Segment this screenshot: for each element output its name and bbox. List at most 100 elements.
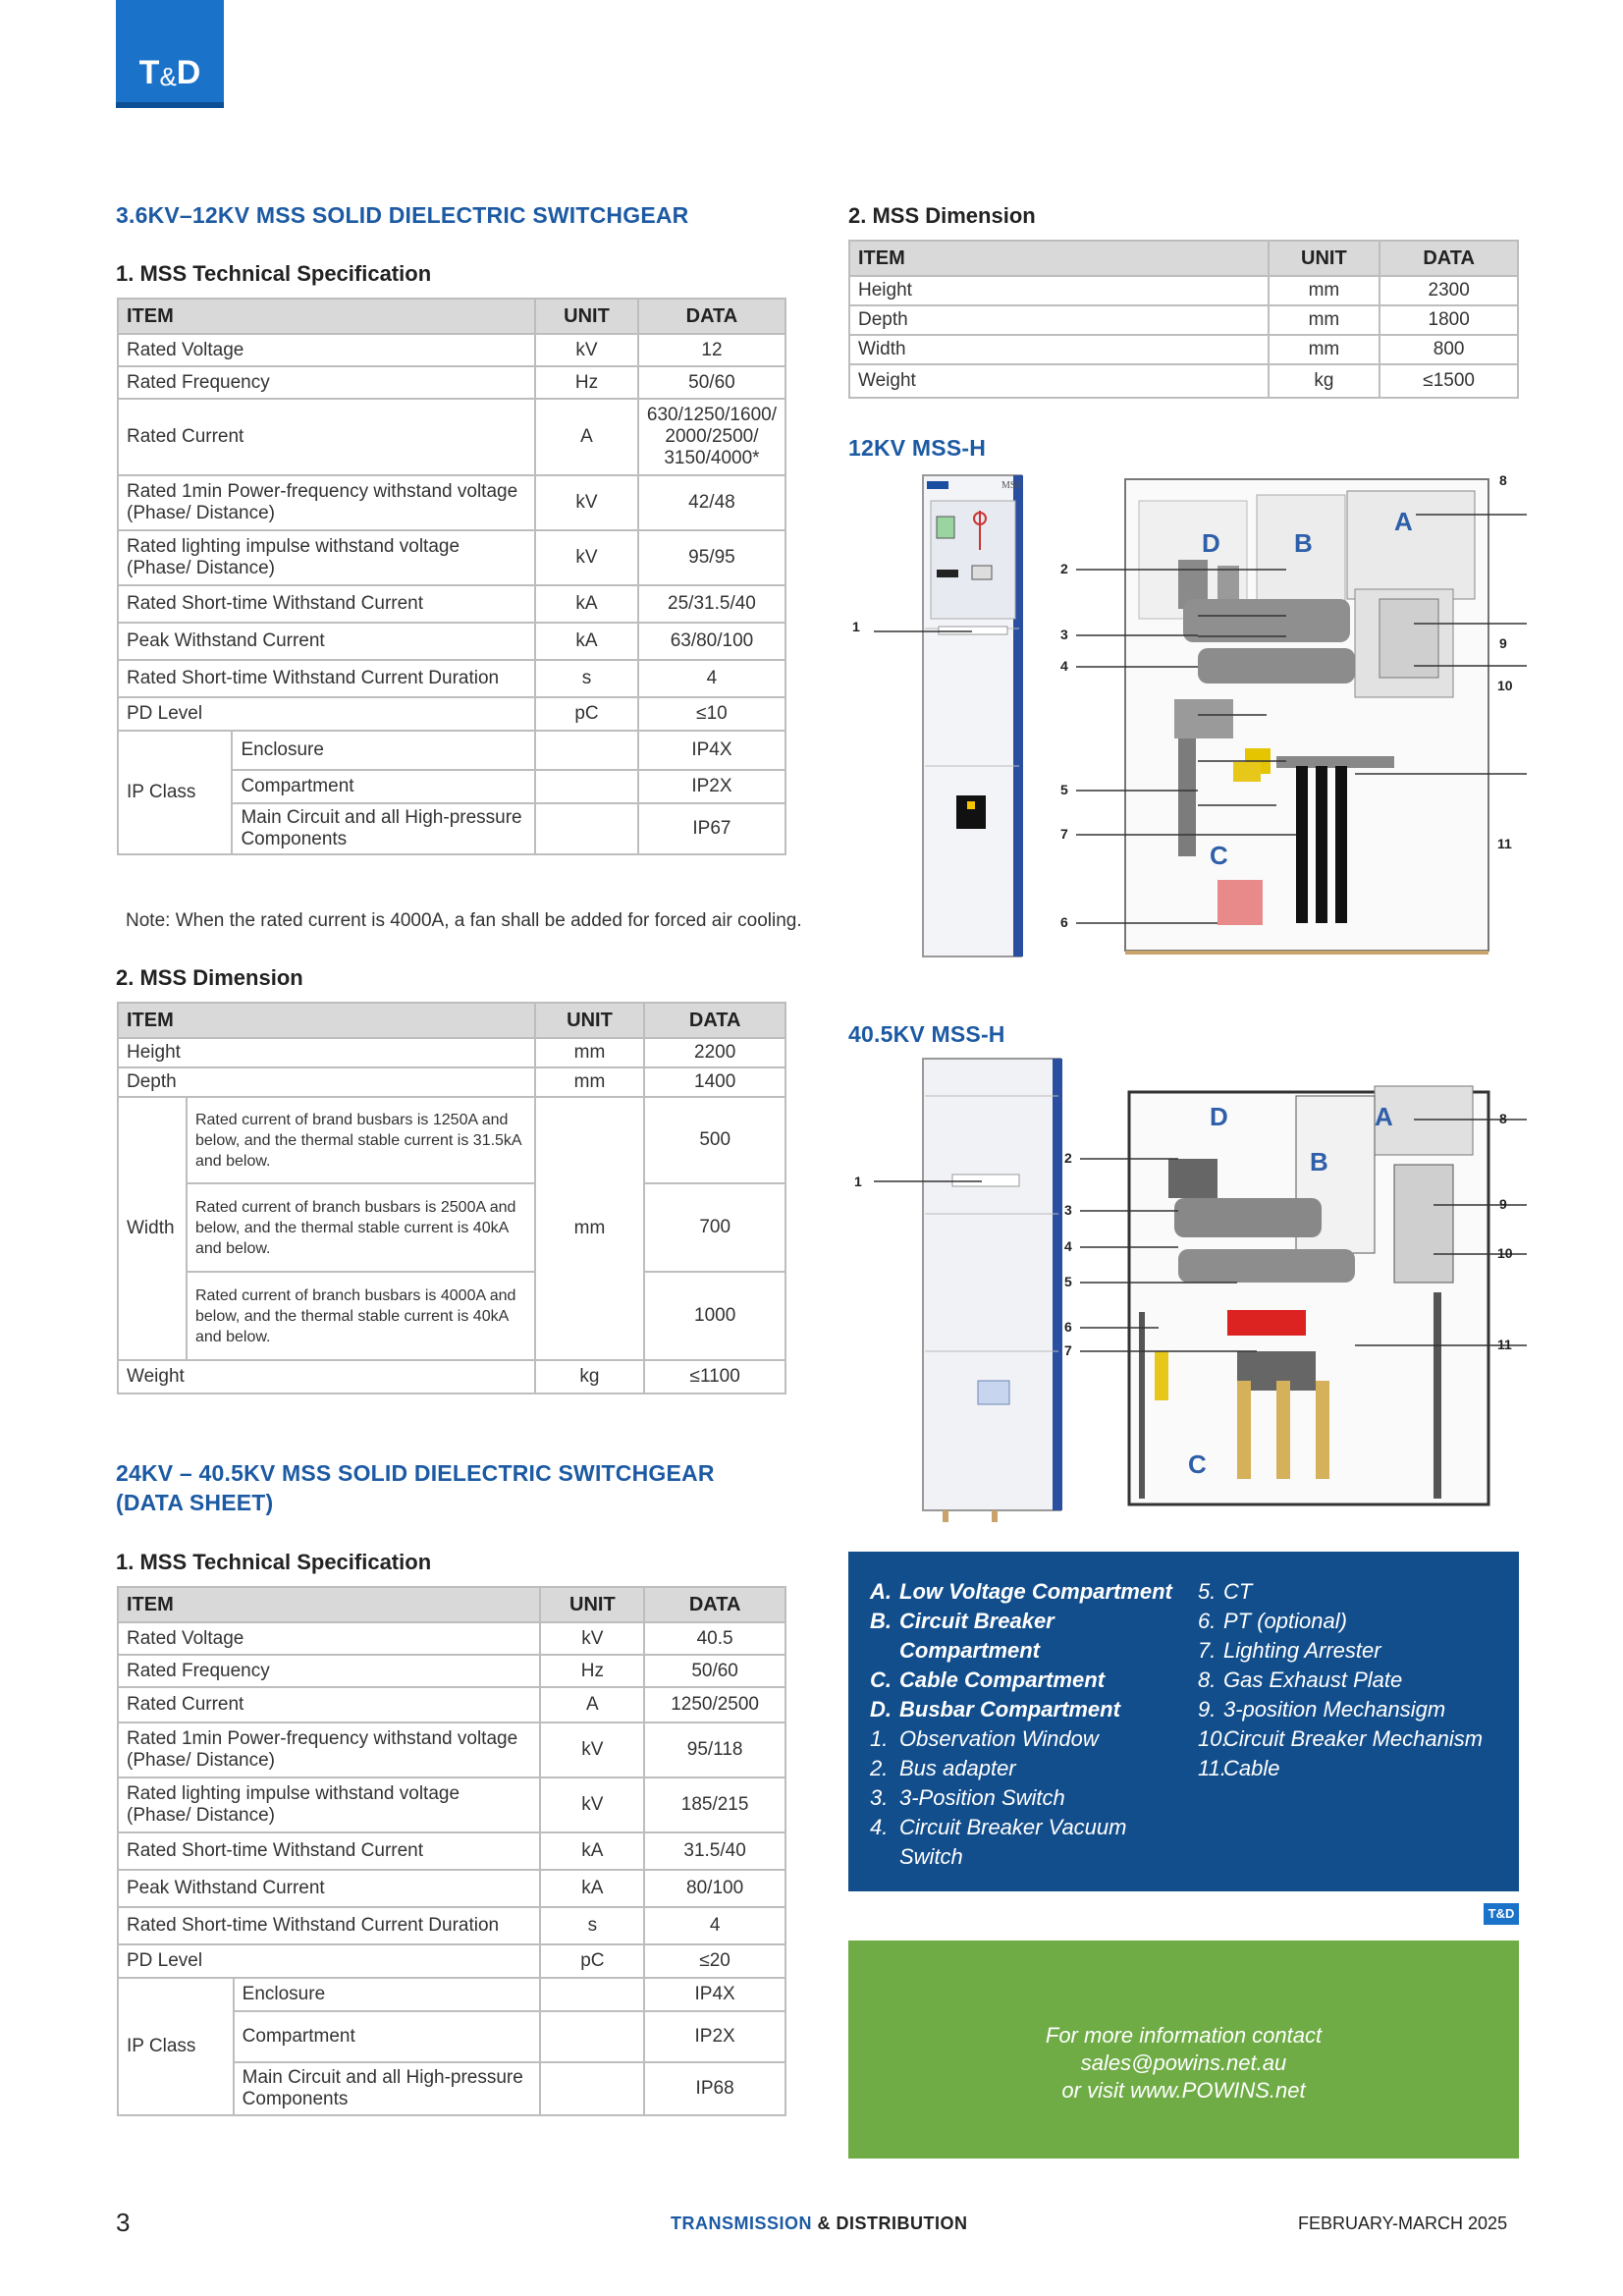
row-data: IP67 [636,802,787,855]
col-header-data: DATA [636,298,787,335]
row-data: 2200 [643,1037,786,1068]
publication-amp: & [817,2214,832,2233]
ip-class-sub: Main Circuit and all High-pressure Compo… [231,802,537,855]
col-header-item: ITEM [116,298,537,335]
row-item: Rated Short-time Withstand Current [116,584,537,624]
callout-1: 1 [854,1174,862,1189]
col-header-data: DATA [643,1586,786,1623]
row-item: Rated lighting impulse withstand voltage… [116,1777,542,1833]
ip-class-sub: Compartment [232,2010,542,2063]
ip-class-sub: Compartment [231,769,537,804]
callout-6: 6 [1060,914,1068,930]
section-view-image [1127,1085,1490,1506]
row-item: PD Level [116,1943,542,1979]
row-data: 25/31.5/40 [636,584,787,624]
callout-lines [874,514,1527,806]
table-row: Main Circuit and all High-pressure Compo… [118,2061,786,2116]
callout-7: 7 [1064,1342,1072,1358]
row-data: IP4X [643,1977,786,2012]
row-data: 1000 [643,1271,786,1361]
callout-numbers: 1 2 3 4 5 6 7 8 9 10 11 [854,1111,1513,1358]
callout-numbers: 1 2 3 4 5 6 7 8 9 10 11 [852,472,1513,930]
width-desc: Rated current of branch busbars is 4000A… [185,1271,536,1361]
row-data: 63/80/100 [636,622,787,661]
row-unit: s [539,1906,646,1945]
legend-value: PT (optional) [1223,1609,1347,1633]
legend-value: Circuit Breaker Compartment [899,1609,1055,1663]
row-item: Depth [848,304,1270,336]
col-header-unit: UNIT [533,1002,646,1039]
letter-d: D [1210,1102,1228,1131]
legend-key: 11. [1198,1756,1226,1780]
callout-2: 2 [1064,1150,1072,1166]
mini-logo: T&D [1484,1903,1519,1925]
table-row: Main Circuit and all High-pressure Compo… [118,802,787,855]
legend-key: 9. [1198,1697,1217,1722]
row-item: Rated Voltage [116,333,537,367]
callout-11: 11 [1497,1337,1512,1352]
logo-letter-d: D [176,54,201,91]
width-label: Width [117,1096,188,1361]
row-unit [539,2010,646,2063]
row-item: Rated Current [116,398,537,476]
row-data: 40.5 [643,1621,786,1656]
row-data: 1800 [1379,304,1519,336]
legend-item: C.Cable Compartment [870,1666,1198,1695]
row-unit: kV [534,474,639,531]
row-item: Rated Voltage [116,1621,542,1656]
legend-value: 3-Position Switch [899,1785,1065,1810]
row-data: 700 [643,1182,786,1273]
publication-name: TRANSMISSION & DISTRIBUTION [671,2214,968,2234]
table-row: Rated lighting impulse withstand voltage… [116,529,787,586]
row-item: Rated Current [116,1686,542,1723]
table-header-row: ITEM UNIT DATA [848,240,1519,277]
ip-class-sub: Enclosure [231,730,537,771]
row-item: Height [848,275,1270,306]
callout-8: 8 [1499,1111,1507,1126]
contact-email[interactable]: sales@powins.net.au [1080,2050,1287,2075]
row-data: 12 [636,333,787,367]
row-unit: mm [1267,304,1381,336]
section2-title-line2: (DATA SHEET) [116,1490,274,1515]
letter-a: A [1394,507,1413,536]
callout-5: 5 [1060,782,1068,797]
row-data: ≤1100 [643,1359,786,1394]
row-data: 42/48 [636,474,787,531]
section2-spec-heading: 1. MSS Technical Specification [116,1550,432,1574]
row-unit: Hz [534,365,639,400]
row-unit: pC [534,696,639,732]
legend-item: 9.3-position Mechansigm [1198,1695,1483,1724]
front-cabinet-image [922,1058,1062,1522]
row-data: 1250/2500 [643,1686,786,1723]
contact-website[interactable]: or visit www.POWINS.net [1061,2078,1306,2103]
legend-value: 3-position Mechansigm [1223,1697,1446,1722]
row-unit: kA [534,584,639,624]
table-row: Depth mm 1400 [117,1066,786,1098]
legend-key: 10. [1198,1726,1228,1751]
legend-item: 2.Bus adapter [870,1754,1198,1783]
letter-b: B [1294,528,1313,558]
table-row: Rated lighting impulse withstand voltage… [116,1777,786,1833]
row-data: 630/1250/1600/ 2000/2500/ 3150/4000* [636,398,787,476]
callout-4: 4 [1060,658,1068,674]
col-header-item: ITEM [116,1586,542,1623]
row-data: 2300 [1379,275,1519,306]
diagram1-title: 12KV MSS-H [848,435,987,461]
legend-value: Low Voltage Compartment [899,1579,1172,1604]
row-data: 50/60 [643,1654,786,1688]
row-item: Width [848,334,1270,365]
row-data: 4 [643,1906,786,1945]
row-item: Height [117,1037,536,1068]
row-item: Rated Short-time Withstand Current Durat… [116,659,537,698]
callout-lines [874,1119,1527,1352]
legend-item: 8.Gas Exhaust Plate [1198,1666,1483,1695]
legend-value: Cable [1223,1756,1280,1780]
legend-key: 5. [1198,1579,1217,1604]
